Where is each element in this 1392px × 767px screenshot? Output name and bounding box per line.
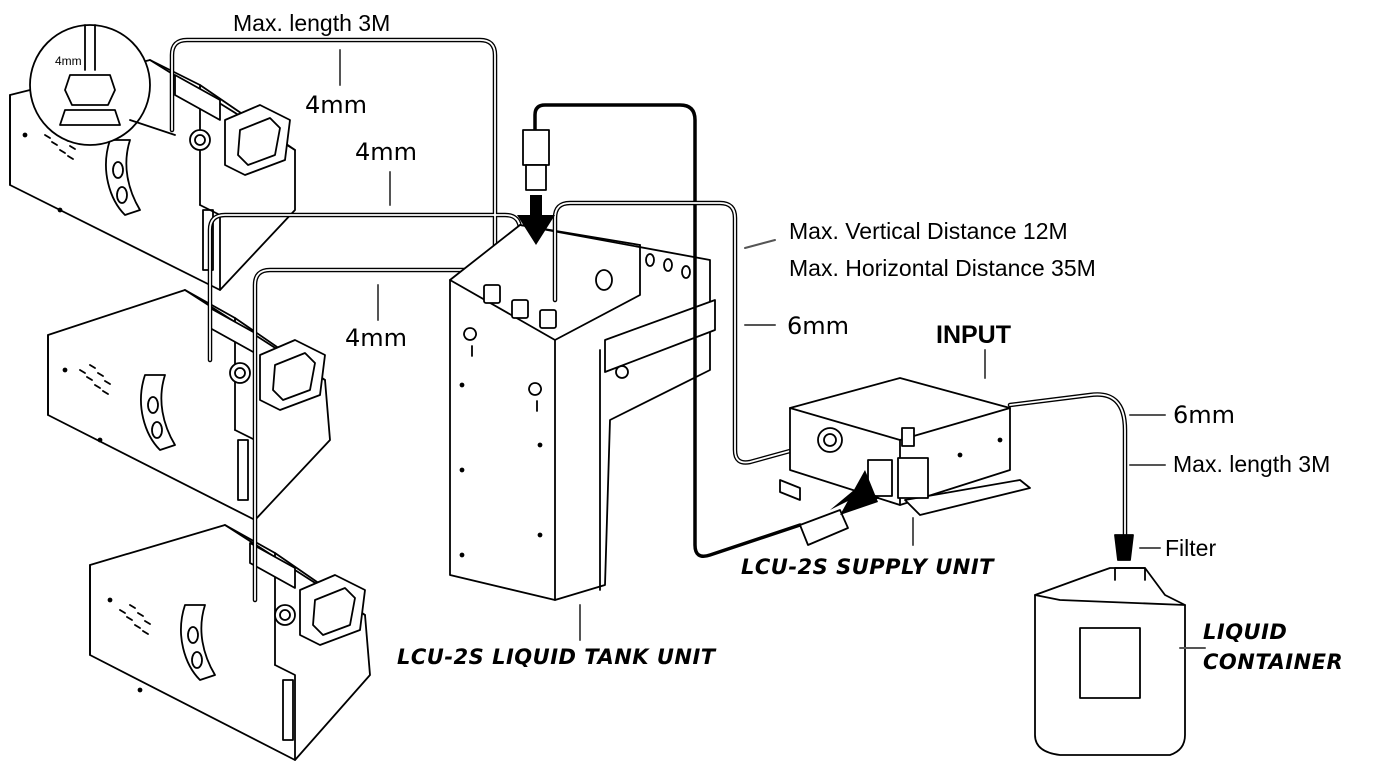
nozzle-detail-inset: [29, 24, 176, 146]
tube-size-label: 6mm: [1173, 401, 1236, 429]
jerrycan-icon: [1034, 567, 1186, 756]
supply-unit-title: LCU-2S SUPPLY UNIT: [741, 555, 994, 579]
max-horizontal-label: Max. Horizontal Distance 35M: [789, 255, 1096, 281]
tube-size-label: 4mm: [355, 138, 418, 166]
tube-size-label: 4mm: [305, 91, 368, 119]
fog-machine-icon: [89, 524, 371, 761]
max-length-label: Max. length 3M: [233, 10, 391, 36]
max-vertical-label: Max. Vertical Distance 12M: [789, 218, 1068, 244]
fog-machine-icon: [47, 289, 331, 521]
filter-label: Filter: [1165, 535, 1217, 561]
liquid-tank-icon: [449, 224, 716, 601]
max-length-label: Max. length 3M: [1173, 451, 1331, 477]
input-label: INPUT: [936, 321, 1011, 349]
plug-connector-icon: [522, 129, 849, 546]
tank-unit-title: LCU-2S LIQUID TANK UNIT: [397, 645, 716, 669]
arrow-icon: [517, 195, 880, 515]
supply-unit-icon: [779, 377, 1031, 516]
filter-icon: [1114, 534, 1134, 561]
inset-4mm-label: 4mm: [55, 54, 82, 68]
tube-size-label: 4mm: [345, 324, 408, 352]
tube-size-label: 6mm: [787, 312, 850, 340]
liquid-container-title-line2: CONTAINER: [1203, 650, 1344, 674]
liquid-container-title-line1: LIQUID: [1203, 620, 1288, 644]
leader-lines: [339, 49, 1206, 649]
